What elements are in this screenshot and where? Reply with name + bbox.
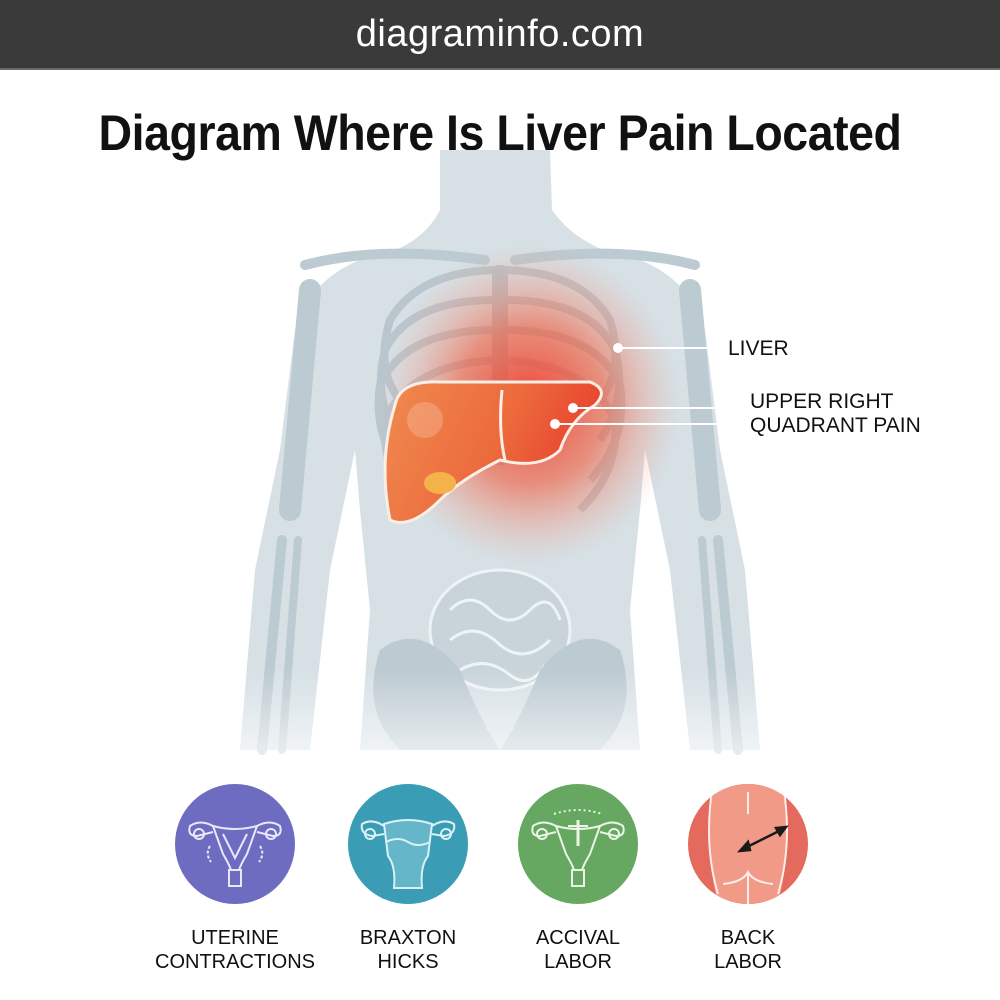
callout-urq: UPPER RIGHT QUADRANT PAIN <box>750 390 921 438</box>
icon-label-line2: LABOR <box>714 951 782 973</box>
callout-urq-line1: UPPER RIGHT <box>750 390 894 413</box>
icon-uterine-contractions: UTERINE CONTRACTIONS <box>145 780 325 974</box>
uterus-icon <box>175 784 295 904</box>
torso-illustration <box>200 150 800 760</box>
callout-liver: LIVER <box>728 337 789 360</box>
arrow-icon <box>736 825 789 853</box>
header-bar: diagraminfo.com <box>0 0 1000 70</box>
icon-label: ACCIVAL LABOR <box>488 926 668 974</box>
icon-label-line1: BRAXTON <box>359 927 457 949</box>
icon-label-line2: HICKS <box>377 951 439 973</box>
icon-label: UTERINE CONTRACTIONS <box>145 926 325 974</box>
icon-label-line1: UTERINE <box>191 927 279 949</box>
icon-label-line1: ACCIVAL <box>535 927 621 949</box>
icon-label-line2: LABOR <box>544 951 612 973</box>
uterus-icon <box>348 784 468 904</box>
icon-label-line2: CONTRACTIONS <box>155 951 315 973</box>
torso-diagram <box>200 150 800 760</box>
icon-label: BACK LABOR <box>658 926 838 974</box>
site-name: diagraminfo.com <box>355 12 645 55</box>
callout-urq-line2: QUADRANT PAIN <box>750 414 921 437</box>
icon-label: BRAXTON HICKS <box>318 926 498 974</box>
icon-row: UTERINE CONTRACTIONS BRAXTON HICKS <box>0 780 1000 1000</box>
icon-braxton-hicks: BRAXTON HICKS <box>318 780 498 974</box>
icon-accival-labor: ACCIVAL LABOR <box>488 780 668 974</box>
lower-back-icon <box>688 784 808 904</box>
icon-back-labor: BACK LABOR <box>658 780 838 974</box>
uterus-icon <box>518 784 638 904</box>
icon-label-line1: BACK <box>720 927 776 949</box>
